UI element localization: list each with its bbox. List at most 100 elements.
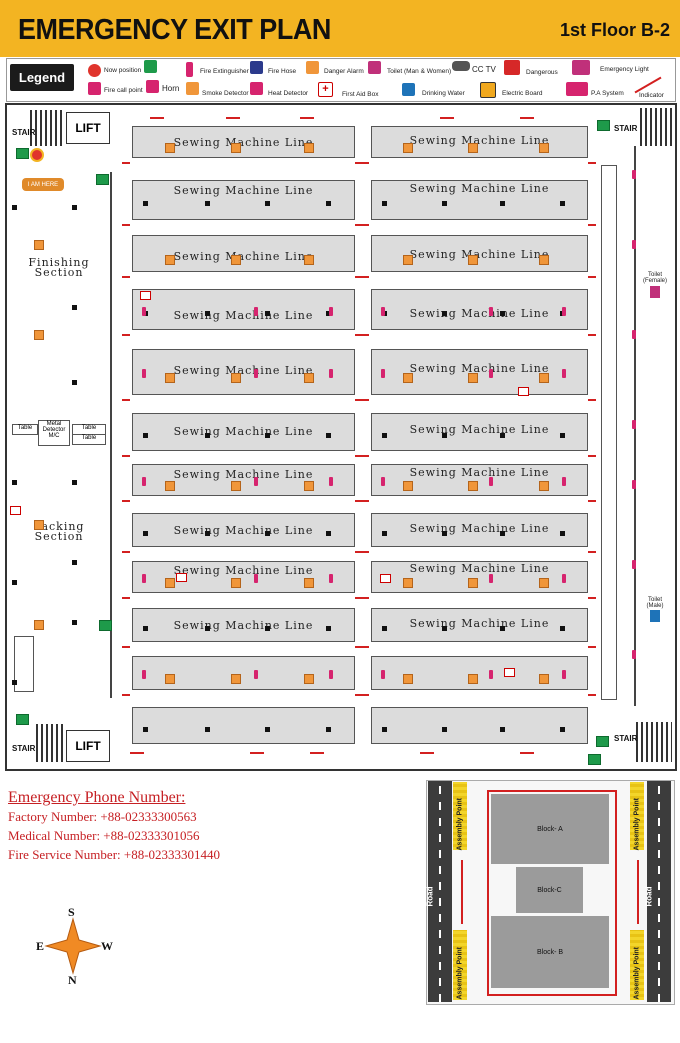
smoke-detector-marker xyxy=(165,481,175,491)
smoke-detector-marker xyxy=(231,674,241,684)
exit-arrow-marker xyxy=(361,500,369,502)
block-a: Block- A xyxy=(491,794,609,864)
compass-rose-icon xyxy=(44,917,102,975)
legend-cctv: CC TV xyxy=(472,65,496,74)
floor-label: 1st Floor B-2 xyxy=(559,20,670,40)
exit-arrow-marker xyxy=(361,399,369,401)
column-marker xyxy=(326,433,331,438)
stair-label: STAIR xyxy=(12,128,36,137)
fire-extinguisher-marker xyxy=(142,369,146,378)
exit-sign-icon xyxy=(99,620,112,631)
drinking-water-icon xyxy=(402,83,415,96)
smoke-detector-marker xyxy=(468,578,478,588)
evacuation-route xyxy=(487,790,617,996)
column-marker xyxy=(205,727,210,732)
column-marker xyxy=(442,433,447,438)
fire-extinguisher-marker xyxy=(489,670,493,679)
exit-sign-legend-icon xyxy=(144,60,157,73)
now-position-marker xyxy=(30,148,44,162)
fire-extinguisher-marker xyxy=(489,574,493,583)
column-marker xyxy=(326,531,331,536)
stair-bottom-left xyxy=(36,724,66,762)
road-right-markings xyxy=(658,781,660,1002)
exit-sign-icon xyxy=(597,120,610,131)
exit-arrow-marker xyxy=(250,752,264,754)
column-marker xyxy=(382,531,387,536)
danger-alarm-icon xyxy=(306,61,319,74)
fire-extinguisher-marker xyxy=(254,477,258,486)
exit-arrow-marker xyxy=(122,162,130,164)
fire-extinguisher-marker xyxy=(329,477,333,486)
legend-fire-extinguisher: Fire Extinguisher xyxy=(200,68,249,75)
exit-arrow-marker xyxy=(122,276,130,278)
exit-arrow-marker xyxy=(355,276,363,278)
exit-arrow-marker xyxy=(355,694,363,696)
exit-arrow-marker xyxy=(440,117,454,119)
first-aid-box-marker xyxy=(176,573,187,582)
right-corridor xyxy=(601,165,617,700)
stair-top-left xyxy=(30,110,64,146)
fire-extinguisher-marker xyxy=(632,330,636,339)
assembly-point-tl xyxy=(453,782,467,850)
column-marker xyxy=(205,311,210,316)
toilet-female-label: Toilet (Female) xyxy=(642,272,667,284)
column-marker xyxy=(72,560,77,565)
sewing-line-right-9: Sewing Machine Line xyxy=(371,561,588,593)
fire-extinguisher-marker xyxy=(562,307,566,316)
finishing-section-label: Finishing Section xyxy=(28,256,90,279)
exit-arrow-marker xyxy=(588,334,596,336)
smoke-detector-marker xyxy=(539,255,549,265)
block-c: Block-C xyxy=(516,867,583,913)
first-aid-box-marker xyxy=(140,291,151,300)
column-marker xyxy=(500,531,505,536)
column-marker xyxy=(143,727,148,732)
legend-pa-system: P.A System xyxy=(591,90,624,97)
exit-arrow-marker xyxy=(520,752,534,754)
lift-top-left: LIFT xyxy=(66,112,110,144)
column-marker xyxy=(442,311,447,316)
page-title: EMERGENCY EXIT PLAN xyxy=(18,14,331,46)
pa-system-icon xyxy=(566,82,588,96)
fire-extinguisher-marker xyxy=(632,170,636,179)
column-marker xyxy=(442,727,447,732)
legend-panel xyxy=(6,58,676,102)
column-marker xyxy=(205,531,210,536)
phone-factory: Factory Number: +88-02333300563 xyxy=(8,809,197,824)
sewing-line-left-12 xyxy=(132,707,355,744)
smoke-detector-marker xyxy=(403,674,413,684)
column-marker xyxy=(382,433,387,438)
toilet-male-icon xyxy=(650,610,660,622)
exit-arrow-marker xyxy=(355,334,363,336)
smoke-detector-marker xyxy=(539,578,549,588)
smoke-detector-marker xyxy=(403,481,413,491)
fire-extinguisher-marker xyxy=(254,574,258,583)
stair-label-bottom-left: STAIR xyxy=(12,744,36,753)
smoke-detector-marker xyxy=(539,143,549,153)
smoke-detector-marker xyxy=(539,674,549,684)
fire-call-point-icon xyxy=(88,82,101,95)
exit-arrow-marker xyxy=(355,500,363,502)
fire-extinguisher-marker xyxy=(381,307,385,316)
column-marker xyxy=(72,305,77,310)
exit-arrow-marker xyxy=(588,224,596,226)
exit-arrow-marker xyxy=(122,500,130,502)
exit-arrow-marker xyxy=(310,752,324,754)
first-aid-box-marker xyxy=(504,668,515,677)
fire-extinguisher-marker xyxy=(254,307,258,316)
exit-arrow-marker xyxy=(122,455,130,457)
column-marker xyxy=(12,205,17,210)
smoke-detector-marker xyxy=(468,143,478,153)
toilet-female-icon xyxy=(650,286,660,298)
sewing-line-left-2: Sewing Machine Line xyxy=(132,180,355,220)
phone-title: Emergency Phone Number: xyxy=(8,789,186,806)
column-marker xyxy=(143,201,148,206)
smoke-detector-marker xyxy=(403,255,413,265)
assembly-point-bl xyxy=(453,930,467,1000)
smoke-detector-marker xyxy=(165,578,175,588)
assembly-label-tr: Assembly Point xyxy=(633,797,641,851)
exit-arrow-marker xyxy=(122,551,130,553)
exit-arrow-marker xyxy=(361,334,369,336)
column-marker xyxy=(12,680,17,685)
fire-hose-icon xyxy=(250,61,263,74)
packing-section-label: Packing Section xyxy=(33,520,85,543)
